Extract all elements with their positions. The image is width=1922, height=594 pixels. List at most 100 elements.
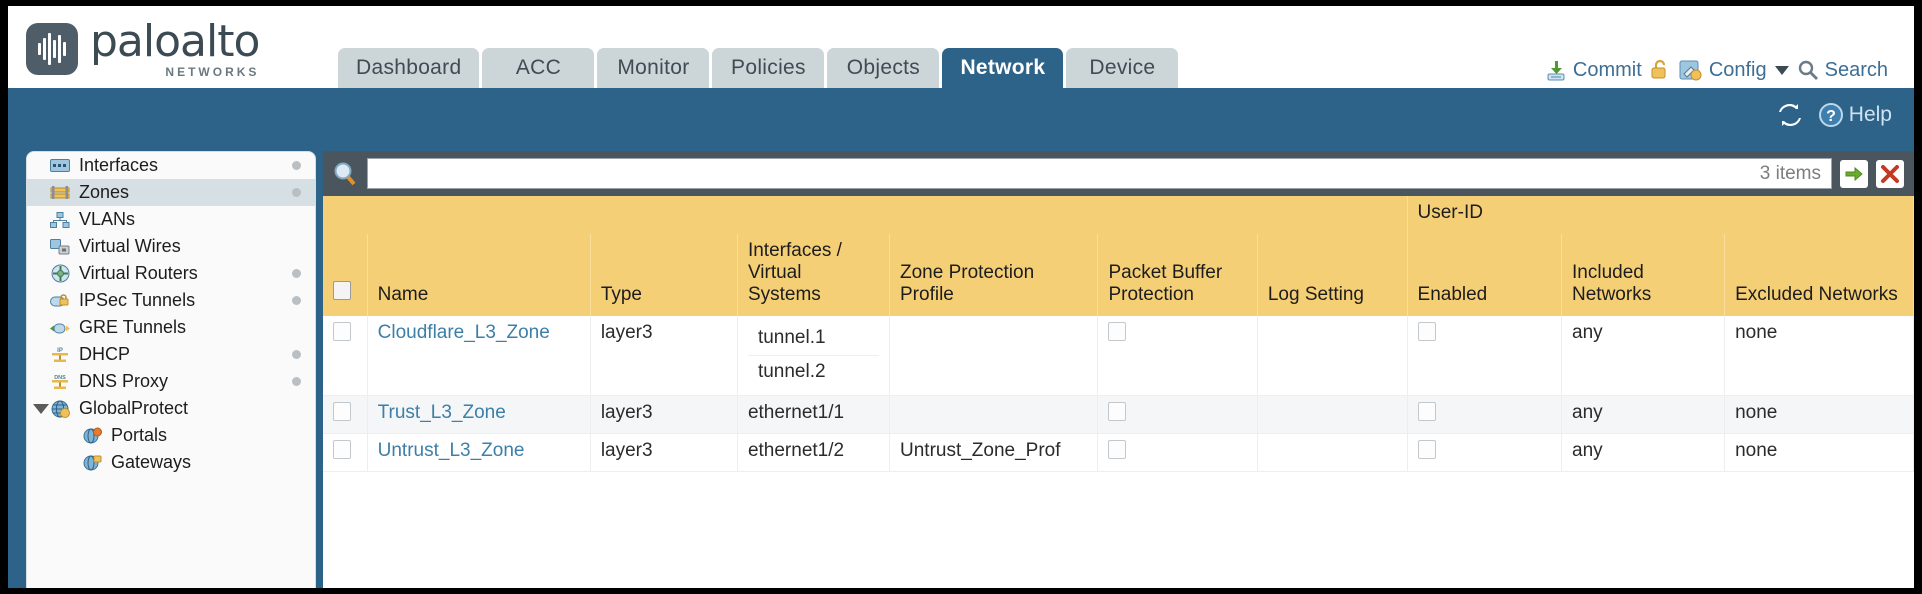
chevron-down-icon[interactable] [1774,65,1789,75]
cell-name[interactable]: Trust_L3_Zone [367,395,591,434]
sidebar-item-gre-tunnels[interactable]: GRE Tunnels [27,314,315,341]
brand-logo: paloalto NETWORKS [26,20,260,78]
zone-link[interactable]: Trust_L3_Zone [377,402,506,423]
tab-monitor[interactable]: Monitor [597,48,710,88]
sidebar-item-label: GlobalProtect [79,398,189,418]
userid-enabled-checkbox[interactable] [1417,440,1436,459]
sidebar-item-label: IPSec Tunnels [79,290,196,310]
sidebar-item-label: Interfaces [79,155,159,175]
svg-text:IP: IP [57,348,63,354]
table-row[interactable]: Trust_L3_Zone layer3 ethernet1/1 any [323,395,1914,434]
cell-excluded-networks: none [1724,316,1914,396]
globalprotect-icon [49,400,71,418]
cell-packet-buffer-protection[interactable] [1097,395,1258,434]
column-header-zone-protection-profile[interactable]: Zone Protection Profile [889,234,1099,316]
network-sidebar[interactable]: Interfaces Zones [26,151,316,588]
row-select-cell[interactable] [323,395,368,434]
select-all-checkbox[interactable] [333,281,351,300]
zone-link[interactable]: Cloudflare_L3_Zone [377,322,550,343]
sidebar-item-vlans[interactable]: VLANs [27,206,315,233]
cell-userid-enabled[interactable] [1407,433,1563,472]
column-header-enabled[interactable]: Enabled [1407,234,1563,316]
clear-filter-button[interactable] [1876,159,1904,188]
packet-buffer-protection-checkbox[interactable] [1108,322,1127,341]
zones-table: User-ID Name Type Interfaces / Virtual S… [323,196,1915,472]
sidebar-item-portals[interactable]: Portals [27,422,315,449]
cell-packet-buffer-protection[interactable] [1097,316,1258,396]
tab-objects[interactable]: Objects [827,48,940,88]
group-header-row: User-ID [323,196,1915,234]
column-header-name[interactable]: Name [367,234,591,316]
tab-dashboard[interactable]: Dashboard [338,48,480,88]
paloalto-logo-icon [26,23,78,75]
status-dot [292,269,301,278]
packet-buffer-protection-checkbox[interactable] [1108,402,1127,421]
column-header-excluded-networks[interactable]: Excluded Networks [1724,234,1914,316]
sub-header-band: ? Help [8,88,1914,145]
cell-name[interactable]: Untrust_L3_Zone [367,433,591,472]
portals-icon [81,427,103,445]
column-header-packet-buffer-protection[interactable]: Packet Buffer Protection [1097,234,1258,316]
sidebar-item-ipsec-tunnels[interactable]: IPSec Tunnels [27,287,315,314]
row-select-cell[interactable] [323,433,368,472]
row-checkbox[interactable] [333,322,351,341]
dns-proxy-icon: DNS [49,373,71,391]
sidebar-item-label: Virtual Wires [79,236,181,256]
search-icon [1798,60,1818,80]
zone-link[interactable]: Untrust_L3_Zone [377,440,525,461]
column-header-included-networks[interactable]: Included Networks [1561,234,1726,316]
config-menu[interactable]: Config [1678,58,1789,82]
table-row[interactable]: Cloudflare_L3_Zone layer3 tunnel.1 tunne… [323,316,1914,396]
status-dot [292,377,301,386]
column-header-interfaces[interactable]: Interfaces / Virtual Systems [737,234,891,316]
refresh-icon[interactable] [1776,102,1804,128]
packet-buffer-protection-checkbox[interactable] [1108,440,1127,459]
tab-network[interactable]: Network [942,48,1064,88]
commit-label: Commit [1572,58,1642,81]
sidebar-item-globalprotect[interactable]: GlobalProtect [27,395,315,422]
main-tab-bar[interactable]: Dashboard ACC Monitor Policies Objects N… [338,48,1181,88]
tab-policies[interactable]: Policies [712,48,825,88]
virtual-routers-icon [49,264,71,283]
cell-userid-enabled[interactable] [1407,395,1563,434]
column-header-log-setting[interactable]: Log Setting [1257,234,1408,316]
cell-included-networks: any [1561,395,1726,434]
zones-icon [49,184,71,202]
sidebar-item-virtual-wires[interactable]: Virtual Wires [27,233,315,260]
sidebar-item-dns-proxy[interactable]: DNS DNS Proxy [27,368,315,395]
apply-filter-button[interactable] [1840,159,1868,188]
tab-device[interactable]: Device [1066,48,1179,88]
help-link[interactable]: ? Help [1818,102,1892,128]
userid-enabled-checkbox[interactable] [1417,402,1436,421]
sidebar-item-dhcp[interactable]: IP DHCP [27,341,315,368]
cell-name[interactable]: Cloudflare_L3_Zone [367,316,591,396]
row-select-cell[interactable] [323,316,368,396]
cell-zone-protection-profile [889,395,1099,434]
column-header-type[interactable]: Type [590,234,738,316]
search-label: Search [1824,58,1888,81]
header-utilities: Commit Config [1544,58,1888,82]
expander-triangle-icon[interactable] [33,403,49,414]
cell-userid-enabled[interactable] [1407,316,1563,396]
filter-input[interactable]: 3 items [367,158,1832,189]
tab-acc[interactable]: ACC [482,48,595,88]
help-icon: ? [1818,103,1843,127]
search-button[interactable]: Search [1796,58,1888,82]
select-all-header[interactable] [323,234,368,316]
cell-excluded-networks: none [1724,395,1914,434]
sidebar-item-gateways[interactable]: Gateways [27,449,315,476]
row-checkbox[interactable] [333,402,351,421]
table-row[interactable]: Untrust_L3_Zone layer3 ethernet1/2 Untru… [323,433,1914,472]
sidebar-item-zones[interactable]: Zones [27,179,315,206]
item-count: 3 items [1759,162,1821,184]
sidebar-item-virtual-routers[interactable]: Virtual Routers [27,260,315,287]
unlock-button[interactable] [1649,58,1671,82]
row-checkbox[interactable] [333,440,351,459]
commit-button[interactable]: Commit [1544,58,1642,82]
filter-search-icon[interactable] [331,160,359,188]
sidebar-item-label: Zones [79,182,130,202]
sidebar-item-interfaces[interactable]: Interfaces [27,152,315,179]
cell-packet-buffer-protection[interactable] [1097,433,1258,472]
userid-enabled-checkbox[interactable] [1417,322,1436,341]
